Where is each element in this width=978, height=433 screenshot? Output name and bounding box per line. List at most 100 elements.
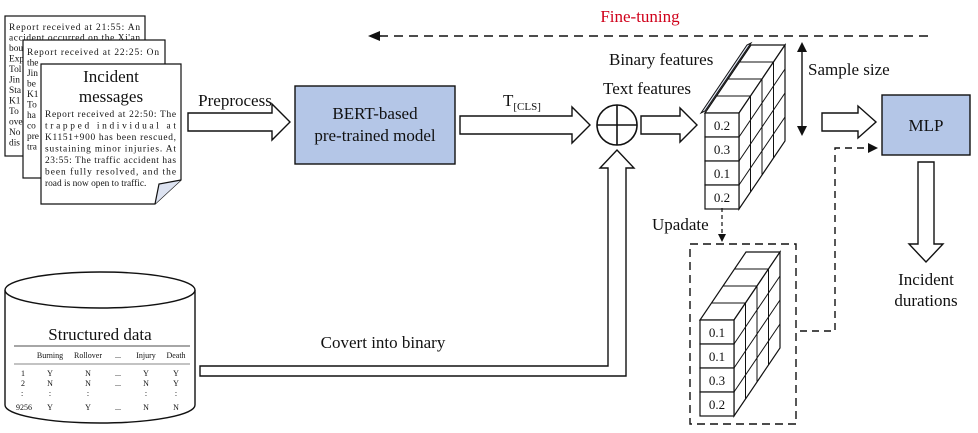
table-cell: ...: [115, 379, 121, 388]
cube-to-mlp-arrow: [821, 104, 878, 140]
table-cell: Y: [47, 369, 53, 378]
bottom-cube-cell: [699, 343, 735, 369]
convert-binary-arrow: [199, 148, 636, 377]
bert-model-box: BERT-based pre-trained model: [294, 85, 456, 165]
concat-to-cube-arrow: [640, 106, 698, 144]
document-front: Incident messages Report received at 22:…: [40, 63, 182, 205]
doc-middle-line: co: [27, 122, 36, 132]
doc-middle-line: tra: [27, 143, 38, 153]
convert-binary-label: Covert into binary: [321, 333, 446, 352]
doc-middle-line: Jin: [27, 69, 38, 79]
table-cell: Y: [173, 379, 179, 388]
mlp-box: MLP: [881, 94, 971, 156]
tcls-arrow: [459, 105, 591, 145]
bert-label-2: pre-trained model: [314, 126, 436, 145]
preprocess-label: Preprocess: [198, 91, 272, 110]
top-cube-cell: [704, 112, 740, 138]
incident-messages-title-1: Incident: [83, 67, 139, 86]
table-cell: Y: [85, 403, 91, 412]
updated-to-mlp-connector: [800, 143, 878, 332]
feature-cube-bottom: 0.1 0.1 0.3 0.2: [698, 250, 782, 418]
table-header-cell: ...: [115, 351, 121, 360]
table-cell: N: [85, 379, 91, 388]
table-cell: 9256: [16, 403, 32, 412]
doc-front-line: sustaining minor injuries. At: [45, 145, 176, 155]
update-label: Upadate: [652, 215, 709, 234]
incident-durations-label-1: Incident: [898, 270, 954, 289]
doc-front-line: Report received at 22:50: The: [45, 110, 176, 120]
incident-messages-title-2: messages: [79, 87, 143, 106]
doc-middle-line: To: [27, 101, 37, 111]
doc-front-line: trapped individual at: [45, 122, 176, 132]
preprocess-arrow: [187, 102, 291, 142]
bert-label-1: BERT-based: [332, 104, 418, 123]
table-header-cell: Rollover: [74, 351, 102, 360]
concat-symbol: [596, 104, 638, 146]
table-cell: :: [87, 389, 89, 398]
bottom-cube-value: 0.1: [709, 325, 725, 340]
doc-back-line: Tol: [9, 65, 22, 75]
table-header-cell: Death: [166, 351, 185, 360]
doc-middle-line: be: [27, 80, 36, 90]
top-cube-value: 0.1: [714, 166, 730, 181]
mlp-output-arrow: [907, 161, 945, 264]
doc-back-line: accident occurred on the Xi'an: [9, 34, 140, 44]
table-cell: N: [85, 369, 91, 378]
table-cell: :: [49, 389, 51, 398]
doc-back-line: To: [9, 107, 19, 117]
doc-back-line: dis: [9, 139, 20, 149]
bottom-cube-value: 0.3: [709, 373, 725, 388]
updated-features-frame: [689, 243, 797, 425]
bottom-cube-value: 0.1: [709, 349, 725, 364]
sample-size-arrow: [797, 42, 807, 136]
doc-back-line: Jin: [9, 76, 20, 86]
table-header-cell: Injury: [136, 351, 156, 360]
table-cell: ...: [115, 403, 121, 412]
doc-front-line: K1151+900 has been rescued,: [45, 133, 176, 143]
table-cell: N: [143, 403, 149, 412]
doc-middle-line: pre: [27, 132, 39, 142]
tcls-label: T[CLS]: [503, 91, 541, 113]
doc-front-line: been fully resolved, and the: [45, 167, 176, 178]
structured-data-cylinder: Structured data Burning Rollover... Injury…: [4, 271, 196, 424]
bottom-cube-value: 0.2: [709, 397, 725, 412]
table-cell: N: [173, 403, 179, 412]
bottom-cube-cell: [699, 391, 735, 417]
table-cell: :: [175, 389, 177, 398]
text-features-label: Text features: [603, 79, 691, 98]
doc-front-line: road is now open to traffic.: [45, 178, 146, 189]
table-cell: 2: [21, 379, 25, 388]
table-header-cell: Burning: [37, 351, 63, 360]
table-cell: N: [143, 379, 149, 388]
table-cell: ...: [115, 369, 121, 378]
table-cell: Y: [47, 403, 53, 412]
doc-middle-line: K1: [27, 90, 39, 100]
doc-front-line: 23:55: The traffic accident has: [45, 155, 176, 166]
doc-back-line: bou: [9, 44, 23, 54]
incident-durations-label-2: durations: [894, 291, 957, 310]
table-cell: Y: [173, 369, 179, 378]
table-cell: Y: [143, 369, 149, 378]
table-cell: 1: [21, 369, 25, 378]
mlp-label: MLP: [909, 116, 944, 135]
structured-data-title: Structured data: [48, 325, 152, 344]
top-cube-cell: [704, 160, 740, 186]
doc-back-line: K1: [9, 97, 21, 107]
fine-tuning-label: Fine-tuning: [600, 7, 680, 26]
table-cell: N: [47, 379, 53, 388]
doc-back-line: Sta: [9, 86, 22, 96]
table-cell: :: [21, 389, 23, 398]
update-arrow: [718, 208, 726, 242]
doc-middle-line: ha: [27, 111, 37, 121]
doc-back-line: Exp: [9, 55, 24, 65]
top-cube-value: 0.2: [714, 118, 730, 133]
top-cube-value: 0.2: [714, 190, 730, 205]
doc-back-line: Report received at 21:55: An: [9, 23, 140, 33]
bottom-cube-cell: [699, 319, 735, 345]
doc-back-line: ove: [9, 118, 23, 128]
binary-features-label: Binary features: [609, 50, 713, 69]
doc-middle-line: the: [27, 59, 38, 69]
top-cube-value: 0.3: [714, 142, 730, 157]
